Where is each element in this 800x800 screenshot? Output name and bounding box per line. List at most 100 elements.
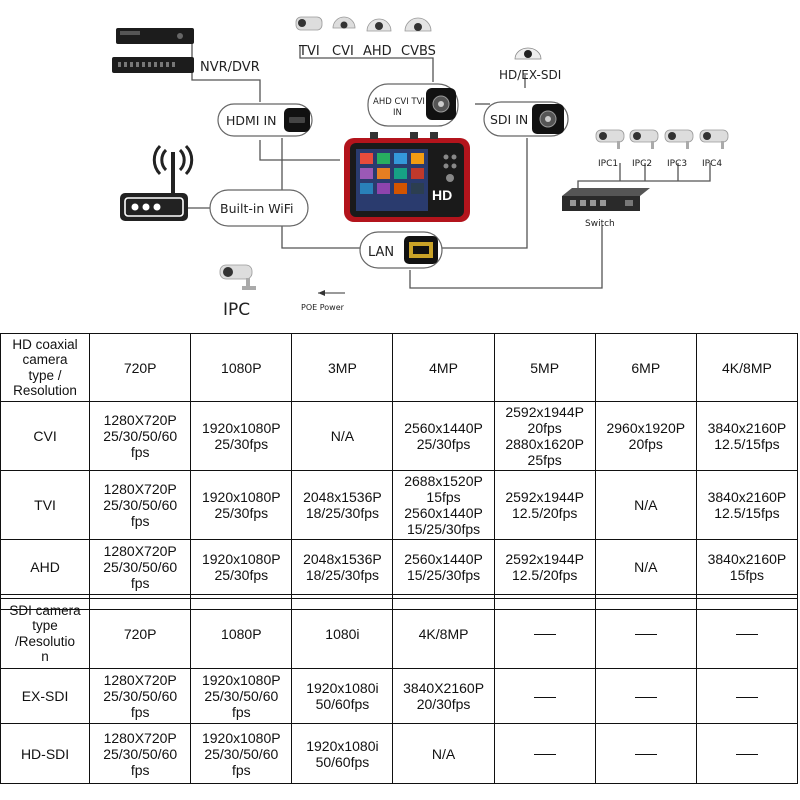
sdi-dome-camera-icon (514, 47, 542, 60)
ipc-bullet-camera-icon (219, 264, 256, 290)
column-header-dash (493, 598, 596, 669)
lan-port: LAN (359, 231, 443, 269)
dash-mark (735, 696, 758, 698)
wifi-router-icon (120, 144, 194, 221)
table-row: TVI 1280X720P 25/30/50/60 fps 1920x1080P… (0, 470, 799, 540)
hdmi-in-label: HDMI IN (226, 113, 277, 128)
camera-icons-row (295, 16, 432, 32)
table-cell: N/A (291, 401, 394, 471)
column-header: 4MP (392, 333, 495, 402)
column-header: 1080i (291, 598, 394, 669)
table-cell: 1920x1080i 50/60fps (291, 668, 394, 724)
column-header: 6MP (594, 333, 697, 402)
table-cell: 2960x1920P 20fps (594, 401, 697, 471)
screen-app-icons (360, 153, 424, 194)
dash-mark (533, 754, 556, 756)
tester-device: HD (344, 132, 470, 222)
sdi-in-port: SDI IN (483, 101, 569, 137)
dome-camera-icon (332, 16, 356, 29)
built-in-wifi-label: Built-in WiFi (220, 201, 294, 216)
switch-label: Switch (585, 219, 615, 229)
ipc1-label: IPC1 (598, 159, 618, 169)
ipc2-camera-icon (629, 129, 659, 149)
table-row: HD-SDI 1280X720P 25/30/50/60 fps 1920x10… (0, 723, 799, 784)
turret-camera-icon (404, 17, 432, 32)
table-cell-dash (695, 723, 799, 784)
table-cell: 1280X720P 25/30/50/60 fps (89, 401, 192, 471)
dvr-device-2 (112, 57, 194, 73)
ahd-cvi-tvi-in-label: AHD CVI TVI (373, 97, 425, 107)
row-header: TVI (0, 470, 91, 540)
table-cell: 1920x1080P 25/30/50/60 fps (190, 723, 293, 784)
table-cell-dash (493, 668, 596, 724)
table-row: EX-SDI 1280X720P 25/30/50/60 fps 1920x10… (0, 668, 799, 724)
table-cell: 3840X2160P 20/30fps (392, 668, 495, 724)
table-cell: N/A (392, 723, 495, 784)
column-header-dash (695, 598, 799, 669)
table-cell: 2592x1944P 12.5/20fps (493, 470, 596, 540)
sdi-in-label: SDI IN (490, 112, 528, 127)
table-cell: 1920x1080i 50/60fps (291, 723, 394, 784)
table-cell: N/A (594, 539, 697, 595)
column-header: 1080P (190, 333, 293, 402)
bullet-camera-icon (295, 16, 323, 31)
table-cell: 2048x1536P 18/25/30fps (291, 539, 394, 595)
built-in-wifi-box: Built-in WiFi (209, 189, 309, 227)
table-cell: 3840x2160P 15fps (695, 539, 799, 595)
dash-mark (735, 634, 758, 636)
table-header-row: HD coaxial camera type / Resolution 720P… (0, 333, 799, 402)
table-cell: 3840x2160P 12.5/15fps (695, 470, 799, 540)
table-cell: 1280X720P 25/30/50/60 fps (89, 723, 192, 784)
table-cell-dash (594, 668, 697, 724)
poe-arrowhead (318, 290, 325, 296)
sdi-resolution-table: SDI camera type /Resolutio n 720P 1080P … (0, 598, 799, 784)
table-cell: 1920x1080P 25/30fps (190, 401, 293, 471)
connection-diagram: NVR/DVR TVI CVI AHD CVBS HD/EX-SDI HDM (112, 16, 729, 320)
dash-mark (634, 696, 657, 698)
table-cell: 2560x1440P 15/25/30fps (392, 539, 495, 595)
hd-ex-sdi-label: HD/EX-SDI (499, 68, 561, 82)
dash-mark (533, 634, 556, 636)
dash-mark (634, 754, 657, 756)
ipc3-label: IPC3 (667, 159, 687, 169)
camera-type-cvi: CVI (332, 44, 354, 59)
table-cell: 2688x1520P 15fps 2560x1440P 15/25/30fps (392, 470, 495, 540)
table-row: CVI 1280X720P 25/30/50/60 fps 1920x1080P… (0, 401, 799, 471)
ahd-cvi-tvi-in-label-2: IN (393, 108, 402, 118)
table-cell: 2048x1536P 18/25/30fps (291, 470, 394, 540)
column-header: 4K/8MP (695, 333, 799, 402)
camera-type-tvi: TVI (298, 44, 320, 59)
table-cell: 1280X720P 25/30/50/60 fps (89, 539, 192, 595)
row-header: HD-SDI (0, 723, 91, 784)
table-corner-header: HD coaxial camera type / Resolution (0, 333, 91, 402)
table-cell: 1920x1080P 25/30/50/60 fps (190, 668, 293, 724)
ipc2-label: IPC2 (632, 159, 652, 169)
column-header: 720P (89, 598, 192, 669)
table-cell: 1920x1080P 25/30fps (190, 539, 293, 595)
column-header: 1080P (190, 598, 293, 669)
nvr-device-1 (116, 28, 194, 44)
hd-coaxial-resolution-table: HD coaxial camera type / Resolution 720P… (0, 333, 799, 610)
ipc3-camera-icon (664, 129, 694, 149)
table-header-row: SDI camera type /Resolutio n 720P 1080P … (0, 598, 799, 669)
table-cell-dash (695, 668, 799, 724)
column-header: 4K/8MP (392, 598, 495, 669)
row-header: CVI (0, 401, 91, 471)
column-header: 720P (89, 333, 192, 402)
device-brand-label: HD (432, 187, 452, 203)
camera-type-cvbs: CVBS (401, 44, 436, 59)
table-corner-header: SDI camera type /Resolutio n (0, 598, 91, 669)
column-header: 5MP (493, 333, 596, 402)
table-cell: 1280X720P 25/30/50/60 fps (89, 668, 192, 724)
nvr-dvr-label: NVR/DVR (200, 60, 260, 75)
table-cell: 1920x1080P 25/30fps (190, 470, 293, 540)
ipc-label: IPC (223, 300, 250, 320)
ipc4-label: IPC4 (702, 159, 722, 169)
table-cell: 2592x1944P 20fps 2880x1620P 25fps (493, 401, 596, 471)
network-switch-icon (562, 188, 650, 211)
table-cell: 3840x2160P 12.5/15fps (695, 401, 799, 471)
table-cell: N/A (594, 470, 697, 540)
camera-type-ahd: AHD (363, 44, 392, 59)
dash-mark (634, 634, 657, 636)
column-header: 3MP (291, 333, 394, 402)
